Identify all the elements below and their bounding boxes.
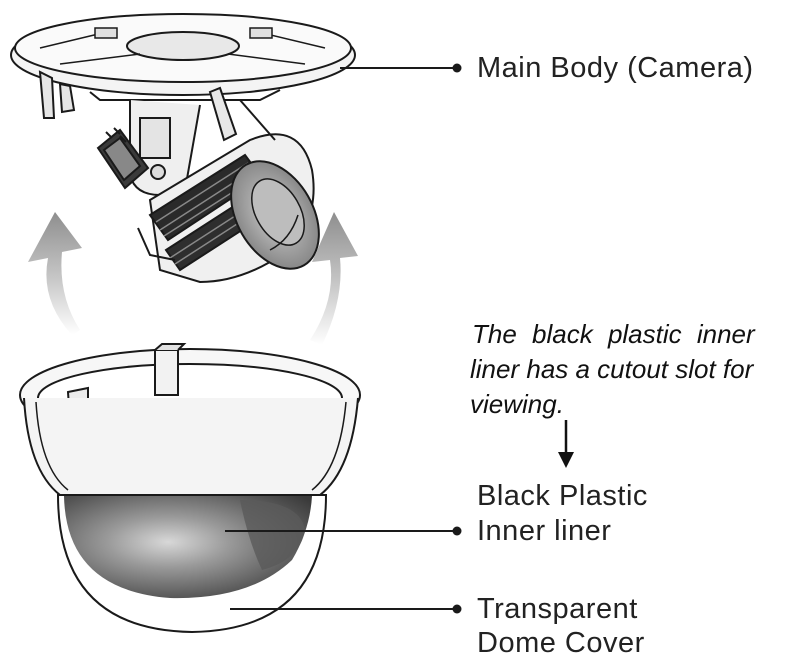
connector-block [96,127,150,190]
label-dome-line2: Dome Cover [477,627,645,659]
dome-cover [56,494,328,634]
note-line-2: liner has a cutout slot for [470,354,754,384]
lift-arrow-left [28,212,82,335]
label-dome-line1: Transparent [477,593,638,625]
label-inner-liner-line1: Black Plastic [477,480,648,512]
note-line-3: viewing. [470,389,564,419]
note-down-arrow [558,420,574,468]
main-body-camera [10,13,356,284]
inner-liner [19,343,361,496]
note-line-1: The black plastic inner [472,319,755,349]
lift-arrow-right [310,212,358,345]
leader-inner-liner [225,526,462,536]
label-main-body: Main Body (Camera) [477,52,754,84]
leader-dome-cover [230,604,462,614]
leader-main-body [340,63,462,73]
label-inner-liner-line2: Inner liner [477,515,612,547]
